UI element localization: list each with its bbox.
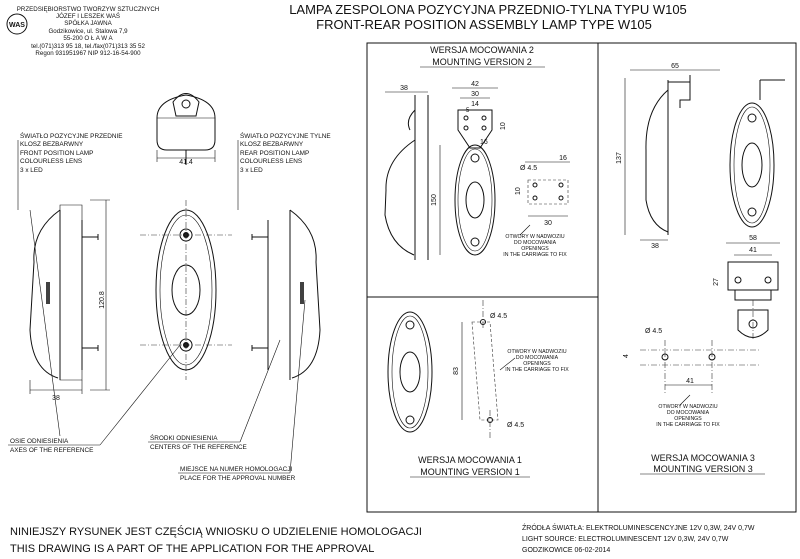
svg-text:PRZEDSIĘBIORSTWO TWORZYW SZTUC: PRZEDSIĘBIORSTWO TWORZYW SZTUCZNYCH [17, 6, 160, 13]
svg-text:150: 150 [431, 194, 438, 206]
svg-text:FRONT POSITION LAMP: FRONT POSITION LAMP [20, 150, 93, 157]
svg-text:CENTERS OF THE REFERENCE: CENTERS OF THE REFERENCE [150, 444, 247, 451]
svg-text:OPENINGS: OPENINGS [523, 361, 551, 367]
svg-text:Ø 4.5: Ø 4.5 [490, 313, 507, 320]
svg-text:14: 14 [471, 101, 479, 108]
svg-text:10: 10 [500, 122, 507, 130]
mounting-version-3: 65 38 137 58 41 27 Ø 4.5 [616, 63, 785, 475]
svg-text:PLACE FOR THE APPROVAL NUMBER: PLACE FOR THE APPROVAL NUMBER [180, 475, 296, 482]
svg-text:Regon 931951967 NIP 912-16-54-: Regon 931951967 NIP 912-16-54-900 [35, 50, 141, 57]
svg-text:DO MOCOWANIA: DO MOCOWANIA [667, 410, 710, 416]
svg-text:38: 38 [651, 243, 659, 250]
svg-text:OTWORY W NADWOZIU: OTWORY W NADWOZIU [507, 349, 566, 355]
svg-text:DO MOCOWANIA: DO MOCOWANIA [514, 240, 557, 246]
svg-text:OPENINGS: OPENINGS [521, 246, 549, 252]
svg-text:58: 58 [749, 235, 757, 242]
svg-text:tel.(071)313 95 18, tel./fax(0: tel.(071)313 95 18, tel./fax(071)313 35 … [31, 43, 145, 50]
svg-text:REAR POSITION LAMP: REAR POSITION LAMP [240, 150, 309, 157]
svg-text:3 x LED: 3 x LED [20, 167, 43, 174]
svg-text:MOUNTING VERSION 2: MOUNTING VERSION 2 [432, 57, 532, 67]
svg-text:30: 30 [471, 91, 479, 98]
svg-text:COLOURLESS LENS: COLOURLESS LENS [240, 158, 302, 165]
svg-text:JÓZEF I LESZEK WAŚ: JÓZEF I LESZEK WAŚ [56, 12, 120, 20]
svg-text:COLOURLESS LENS: COLOURLESS LENS [20, 158, 82, 165]
svg-text:41: 41 [749, 247, 757, 254]
mounting-version-1: Ø 4.5 Ø 4.5 83 OTWORY W NADWOZIU DO MOCO… [387, 300, 569, 478]
svg-text:OTWORY W NADWOZIU: OTWORY W NADWOZIU [658, 404, 717, 410]
svg-text:42: 42 [471, 81, 479, 88]
svg-text:IN THE CARRIAGE TO FIX: IN THE CARRIAGE TO FIX [503, 252, 567, 258]
footer-note-en: THIS DRAWING IS A PART OF THE APPLICATIO… [10, 543, 374, 555]
svg-text:38: 38 [400, 85, 408, 92]
svg-text:41: 41 [686, 378, 694, 385]
light-source-en: LIGHT SOURCE: ELECTROLUMINESCENT 12V 0,3… [522, 536, 729, 543]
footer-note-pl: NINIEJSZY RYSUNEK JEST CZĘŚCIĄ WNIOSKU O… [10, 525, 422, 538]
svg-text:SPÓŁKA JAWNA: SPÓŁKA JAWNA [64, 20, 112, 27]
mounting-version-2: WERSJA MOCOWANIA 2 MOUNTING VERSION 2 38… [384, 45, 570, 260]
rear-lamp-label: ŚWIATŁO POZYCYJNE TYLNE KLOSZ BEZBARWNY … [237, 131, 331, 210]
svg-text:IN THE CARRIAGE TO FIX: IN THE CARRIAGE TO FIX [656, 422, 720, 428]
svg-text:WERSJA MOCOWANIA 3: WERSJA MOCOWANIA 3 [651, 453, 755, 463]
svg-text:ŚWIATŁO POZYCYJNE TYLNE: ŚWIATŁO POZYCYJNE TYLNE [240, 131, 331, 140]
svg-text:IN THE CARRIAGE TO FIX: IN THE CARRIAGE TO FIX [505, 367, 569, 373]
svg-text:OPENINGS: OPENINGS [674, 416, 702, 422]
svg-text:KLOSZ BEZBARWNY: KLOSZ BEZBARWNY [240, 141, 304, 148]
drawing-date: GODZIKOWICE 06-02-2014 [522, 547, 610, 554]
svg-text:ŚRODKI ODNIESIENIA: ŚRODKI ODNIESIENIA [150, 433, 218, 442]
dim-120-8: 120.8 [99, 291, 106, 309]
svg-text:65: 65 [671, 63, 679, 70]
svg-text:Godzikowice, ul. Stalowa 7,9: Godzikowice, ul. Stalowa 7,9 [48, 28, 128, 35]
dim-38-main: 38 [52, 395, 60, 402]
svg-text:Ø 4.5: Ø 4.5 [645, 328, 662, 335]
svg-text:MIEJSCE NA NUMER HOMOLOGACJI: MIEJSCE NA NUMER HOMOLOGACJI [180, 466, 292, 473]
svg-text:4: 4 [623, 354, 630, 358]
svg-text:ŚWIATŁO POZYCYJNE PRZEDNIE: ŚWIATŁO POZYCYJNE PRZEDNIE [20, 131, 123, 140]
svg-text:MOUNTING VERSION 1: MOUNTING VERSION 1 [420, 467, 520, 477]
svg-text:27: 27 [713, 278, 720, 286]
svg-text:Ø 4.5: Ø 4.5 [520, 165, 537, 172]
reference-labels: OSIE ODNIESIENIA AXES OF THE REFERENCE Ś… [8, 209, 306, 482]
frames [366, 42, 797, 513]
svg-text:55-200 O Ł A W A: 55-200 O Ł A W A [63, 35, 113, 42]
left-side-profile: 38 120.8 [29, 199, 110, 402]
front-view-oval [140, 200, 232, 380]
svg-text:83: 83 [453, 367, 460, 375]
right-side-profile [251, 209, 321, 380]
svg-text:KLOSZ BEZBARWNY: KLOSZ BEZBARWNY [20, 141, 84, 148]
svg-text:3 x LED: 3 x LED [240, 167, 263, 174]
dim-41-4: 41.4 [179, 159, 193, 166]
svg-text:5: 5 [466, 108, 470, 114]
svg-text:10: 10 [515, 187, 522, 195]
front-lamp-label: ŚWIATŁO POZYCYJNE PRZEDNIE KLOSZ BEZBARW… [17, 131, 123, 210]
svg-text:16: 16 [559, 155, 567, 162]
light-source-pl: ŹRÓDŁA ŚWIATŁA: ELEKTROLUMINESCENCYJNE 1… [522, 523, 755, 532]
svg-text:OTWORY W NADWOZIU: OTWORY W NADWOZIU [505, 234, 564, 240]
svg-text:DO MOCOWANIA: DO MOCOWANIA [516, 355, 559, 361]
svg-text:AXES OF THE REFERENCE: AXES OF THE REFERENCE [10, 447, 93, 454]
logo-text: WAS [9, 22, 25, 29]
svg-text:WERSJA MOCOWANIA 1: WERSJA MOCOWANIA 1 [418, 455, 522, 465]
title-pl: LAMPA ZESPOLONA POZYCYJNA PRZEDNIO-TYLNA… [289, 2, 687, 17]
svg-text:Ø 4.5: Ø 4.5 [507, 422, 524, 429]
footer: NINIEJSZY RYSUNEK JEST CZĘŚCIĄ WNIOSKU O… [10, 523, 755, 555]
company-logo: WAS [6, 13, 28, 35]
svg-text:137: 137 [616, 152, 623, 164]
svg-text:16: 16 [480, 139, 488, 146]
svg-text:MOUNTING VERSION 3: MOUNTING VERSION 3 [653, 464, 753, 474]
svg-text:WERSJA MOCOWANIA 2: WERSJA MOCOWANIA 2 [430, 45, 534, 55]
svg-text:30: 30 [544, 220, 552, 227]
top-view-lamp: 41.4 [156, 93, 216, 166]
company-info: PRZEDSIĘBIORSTWO TWORZYW SZTUCZNYCH JÓZE… [17, 6, 160, 57]
svg-text:OSIE ODNIESIENIA: OSIE ODNIESIENIA [10, 438, 69, 445]
title-en: FRONT-REAR POSITION ASSEMBLY LAMP TYPE W… [316, 17, 652, 32]
